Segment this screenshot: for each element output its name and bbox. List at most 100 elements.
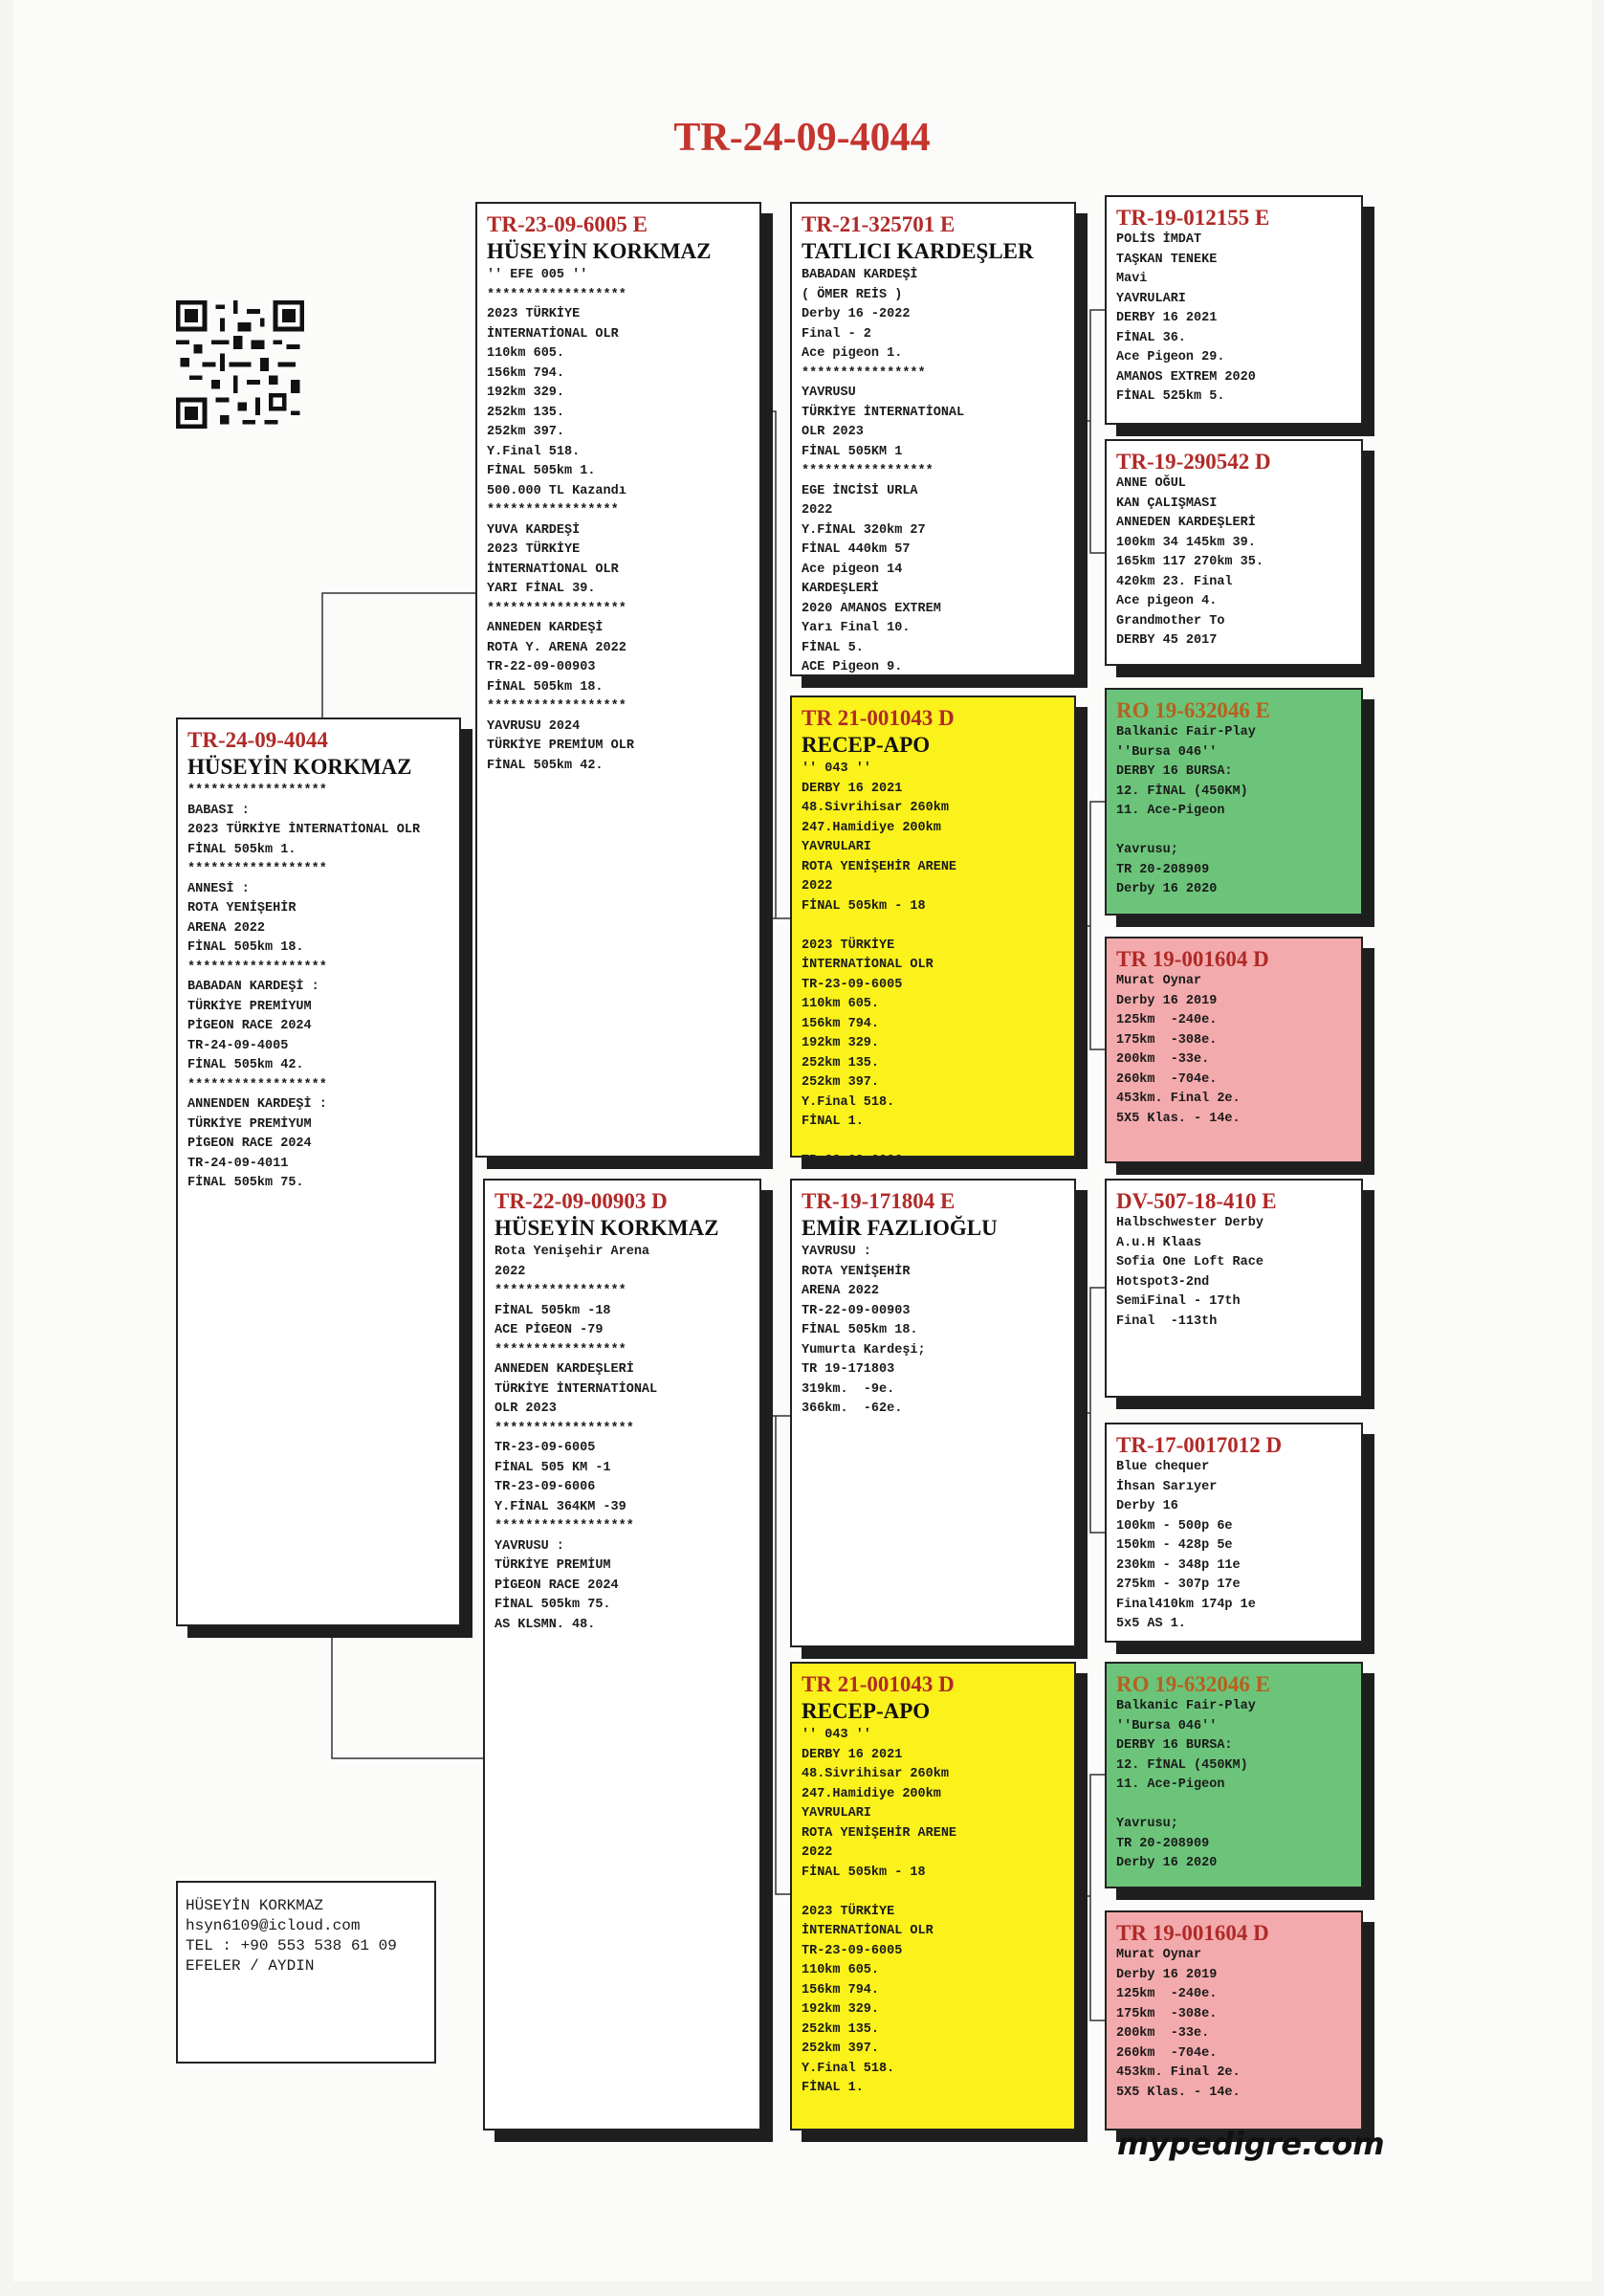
achievement-line: 110km 605. (487, 346, 565, 361)
achievement-line: KARDEŞLERİ (802, 582, 880, 596)
achievement-line: Y.Final 518. (802, 1094, 895, 1110)
achievement-line: 192km 329. (487, 386, 565, 400)
achievement-line: 2023 TÜRKİYE (802, 938, 895, 953)
achievement-line (802, 916, 1065, 937)
ring-number: TR 21-001043 D (802, 1672, 955, 1696)
connector-ds-parents (1076, 1287, 1105, 1534)
site-logo-text[interactable]: mypedigre.com (1117, 2126, 1385, 2162)
achievement-line: ANNE OĞUL (1116, 476, 1186, 491)
achievement-line: FİNAL 505km 42. (187, 1058, 304, 1072)
achievement-line: TÜRKİYE PREMİUM OLR (487, 739, 634, 753)
achievement-line: BABADAN KARDEŞİ : (187, 980, 319, 994)
owner-name: HÜSEYİN KORKMAZ (487, 239, 712, 263)
achievement-line: ****************** (494, 1519, 634, 1534)
achievement-line: **************** (802, 365, 926, 381)
achievement-line: Y.Final 518. (802, 2061, 895, 2076)
achievement-line: 12. FİNAL (450KM) (1116, 784, 1248, 799)
achievement-line: PİGEON RACE 2024 (187, 1137, 312, 1151)
achievement-line: FİNAL 525km 5. (1116, 389, 1225, 404)
pedigree-card-sire[interactable]: TR-23-09-6005 E HÜSEYİN KORKMAZ '' EFE 005… (475, 202, 761, 1158)
achievement-line: Balkanic Fair-Play (1116, 1699, 1256, 1713)
achievement-line: FİNAL 505km - 18 (802, 1865, 926, 1880)
achievement-line: YAVRUSU (802, 386, 856, 400)
achievement-line: 260km -704e. (1116, 1071, 1218, 1087)
achievement-line: 260km -704e. (1116, 2045, 1218, 2061)
achievement-line: TR-23-09-6006 (494, 1480, 596, 1494)
achievement-line: 453km. Final 2e. (1116, 2065, 1241, 2080)
achievement-line: FİNAL 505km 18. (487, 679, 604, 695)
achievement-line: FİNAL 440km 57 (802, 542, 911, 557)
achievement-line: DERBY 16 BURSA: (1116, 764, 1233, 779)
achievement-line: 110km 605. (802, 1963, 880, 1977)
achievement-line: ROTA YENİŞEHİR (802, 1264, 911, 1279)
achievement-line: Y.FİNAL 320km 27 (802, 522, 926, 538)
achievement-line: YAVRUSU : (494, 1538, 564, 1554)
achievement-line: ARENA 2022 (187, 920, 266, 936)
achievement-line: FİNAL 1. (802, 1115, 864, 1129)
achievement-line: BABADAN KARDEŞİ (802, 268, 918, 282)
achievement-line: 2022 (494, 1264, 526, 1279)
achievement-line (802, 1133, 1065, 1153)
achievement-line: FİNAL 5. (802, 640, 864, 655)
achievement-line: 2023 TÜRKİYE (487, 307, 581, 321)
connector-dd-parents (1076, 1774, 1105, 2021)
achievement-line: 110km 605. (802, 997, 880, 1011)
achievement-line: Balkanic Fair-Play (1116, 725, 1256, 740)
achievement-line: FİNAL 505 KM -1 (494, 1460, 611, 1475)
achievement-line: Y.FİNAL 364KM -39 (494, 1499, 626, 1514)
achievement-line: ****************** (187, 784, 327, 798)
achievement-line: '' EFE 005 '' (487, 268, 588, 282)
achievement-line: EGE İNCİSİ URLA (802, 483, 918, 498)
achievement-line: TÜRKİYE İNTERNATİONAL (494, 1381, 658, 1397)
achievement-line: 200km -33e. (1116, 1052, 1210, 1067)
achievement-line: ''Bursa 046'' (1116, 744, 1218, 760)
achievement-line: ANNEDEN KARDEŞLERİ (494, 1362, 634, 1377)
connector-sire-parents (761, 410, 790, 919)
achievement-line: 5X5 Klas. - 14e. (1116, 2085, 1241, 2100)
page-title: TR-24-09-4044 (673, 116, 931, 160)
achievement-line: ****************** (487, 287, 626, 302)
achievement-line: TÜRKİYE PREMİYUM (187, 1116, 312, 1132)
ring-number: TR-23-09-6005 E (487, 212, 648, 236)
achievement-line: AMANOS EXTREM 2020 (1116, 369, 1256, 385)
achievement-line: YAVRUSU : (802, 1245, 871, 1259)
achievement-line: 2023 TÜRKİYE (487, 542, 581, 557)
achievement-line: 125km -240e. (1116, 1013, 1218, 1027)
achievement-line: DERBY 16 BURSA: (1116, 1738, 1233, 1753)
achievement-line: 420km 23. Final (1116, 574, 1233, 589)
achievement-line: Ace pigeon 4. (1116, 594, 1218, 608)
achievement-line: TR-24-09-4011 (187, 1156, 289, 1171)
contact-phone[interactable]: TEL : +90 553 538 61 09 (186, 1937, 397, 1954)
achievement-line: 150km - 428p 5e (1116, 1538, 1233, 1553)
contact-email[interactable]: hsyn6109@icloud.com (186, 1917, 361, 1934)
achievement-line: POLİS İMDAT (1116, 232, 1202, 247)
achievement-line: 247.Hamidiye 200km (802, 820, 941, 835)
achievement-line: 366km. -62e. (802, 1402, 903, 1416)
achievement-line: YAVRUSU 2024 (487, 718, 581, 734)
achievement-line: ***************** (487, 503, 619, 518)
achievement-line: TÜRKİYE İNTERNATİONAL (802, 405, 965, 420)
achievement-line: TÜRKİYE PREMİYUM (187, 999, 312, 1014)
achievement-line: KAN ÇALIŞMASI (1116, 496, 1218, 511)
achievement-line: ROTA YENİŞEHİR (187, 901, 297, 916)
achievement-line: Yavrusu; (1116, 843, 1178, 857)
achievement-line: ***************** (494, 1342, 626, 1358)
achievement-line: 192km 329. (802, 1036, 880, 1050)
ring-number: TR-21-325701 E (802, 212, 956, 236)
achievement-line: 2023 TÜRKİYE İNTERNATİONAL OLR (187, 823, 421, 837)
achievement-line: Grandmother To (1116, 613, 1225, 629)
